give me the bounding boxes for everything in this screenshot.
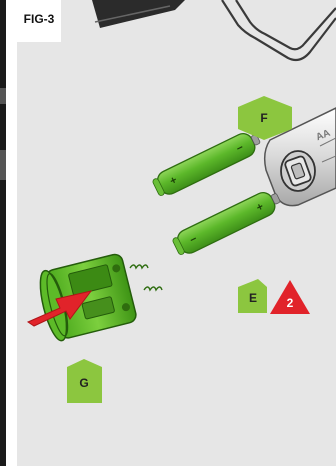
page-edge-strip [0, 0, 6, 466]
page-edge-mark [0, 150, 6, 180]
step-number-label: 2 [282, 296, 298, 310]
page-edge-mark [0, 88, 6, 104]
callout-f-label: F [256, 111, 272, 125]
figure-panel [17, 0, 336, 466]
callout-g-label: G [76, 376, 92, 390]
figure-label: FIG-3 [18, 12, 60, 26]
callout-e-label: E [245, 291, 261, 305]
